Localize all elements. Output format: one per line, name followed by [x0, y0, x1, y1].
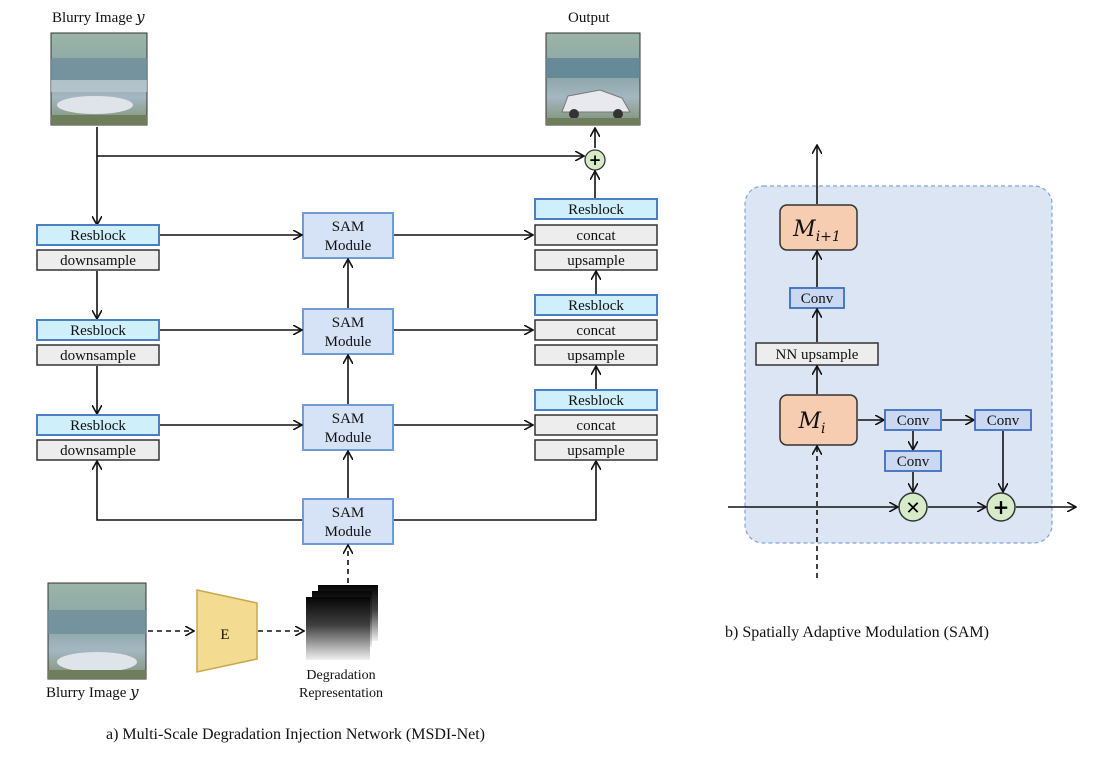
encoder-downsample-1-label: downsample [60, 253, 136, 269]
decoder-concat-2-label: concat [576, 323, 616, 339]
global-skip-arrow [96, 127, 583, 156]
decoder-upsample-1-label: upsample [567, 253, 625, 269]
encoder-downsample-1 [36, 249, 160, 271]
multiply-symbol: ✕ [905, 498, 920, 519]
decoder-resblock-2 [534, 294, 658, 316]
decoder-concat-2 [534, 319, 658, 341]
decoder-concat-1 [534, 224, 658, 246]
encoder-downsample-2-label: downsample [60, 348, 136, 364]
caption-b: b) Spatially Adaptive Modulation (SAM) [725, 624, 989, 641]
degradation-representation-icon [306, 585, 378, 660]
sam-conv-c [884, 450, 942, 472]
svg-text:SAM: SAM [332, 411, 365, 427]
sam-conv-a [884, 409, 942, 431]
multiply-icon [898, 492, 928, 522]
output-add-symbol: + [589, 151, 602, 169]
decoder-upsample-2-label: upsample [567, 348, 625, 364]
degradation-label-2: Representation [299, 686, 383, 701]
m-i-label: Mi [797, 409, 825, 437]
degradation-label-1: Degradation [306, 668, 375, 683]
svg-text:Module: Module [325, 430, 372, 446]
output-image [545, 32, 641, 126]
blurry-image-bottom [47, 582, 147, 680]
encoder-resblock-2 [36, 319, 160, 341]
sam-conv-a-label: Conv [897, 413, 930, 429]
decoder-concat-1-label: concat [576, 228, 616, 244]
decoder-upsample-3-label: upsample [567, 443, 625, 459]
sam-bottom-to-encoder-arrow [97, 462, 302, 521]
m-i-plus-1-label: Mi+1 [792, 217, 841, 245]
blurry-image-bottom-label: Blurry Image y [46, 683, 139, 701]
svg-text:SAM: SAM [332, 315, 365, 331]
decoder-resblock-3-label: Resblock [568, 393, 624, 409]
add-symbol: + [993, 495, 1010, 519]
decoder-resblock-1-label: Resblock [568, 202, 624, 218]
encoder-e-label: E [220, 627, 229, 643]
sam-bottom-to-decoder-arrow [394, 462, 596, 521]
output-label: Output [568, 10, 611, 26]
caption-a: a) Multi-Scale Degradation Injection Net… [106, 726, 485, 743]
svg-text:Module: Module [325, 334, 372, 350]
decoder-resblock-1 [534, 198, 658, 220]
decoder-resblock-3 [534, 389, 658, 411]
sam-module-2: SAM Module [302, 308, 394, 355]
sam-module-bottom: SAM Module [302, 498, 394, 545]
sam-module-1: SAM Module [302, 212, 394, 259]
sam-conv-upper-label: Conv [801, 291, 834, 307]
svg-text:Module: Module [325, 524, 372, 540]
sam-module-3: SAM Module [302, 404, 394, 451]
encoder-downsample-2 [36, 344, 160, 366]
encoder-resblock-3-label: Resblock [70, 418, 126, 434]
decoder-concat-3-label: concat [576, 418, 616, 434]
decoder-resblock-2-label: Resblock [568, 298, 624, 314]
encoder-resblock-2-label: Resblock [70, 323, 126, 339]
encoder-resblock-1-label: Resblock [70, 228, 126, 244]
blurry-image-top [50, 32, 148, 126]
blurry-image-top-label: Blurry Image y [52, 8, 145, 26]
encoder-resblock-3 [36, 414, 160, 436]
encoder-downsample-3-label: downsample [60, 443, 136, 459]
encoder-resblock-1 [36, 224, 160, 246]
sam-conv-b [974, 409, 1032, 431]
add-icon [986, 492, 1016, 522]
decoder-upsample-3 [534, 439, 658, 461]
svg-text:Module: Module [325, 238, 372, 254]
nn-upsample-label: NN upsample [776, 347, 859, 363]
decoder-concat-3 [534, 414, 658, 436]
encoder-e-block [196, 589, 258, 673]
svg-text:SAM: SAM [332, 219, 365, 235]
sam-conv-c-label: Conv [897, 454, 930, 470]
sam-conv-b-label: Conv [987, 413, 1020, 429]
svg-text:SAM: SAM [332, 505, 365, 521]
